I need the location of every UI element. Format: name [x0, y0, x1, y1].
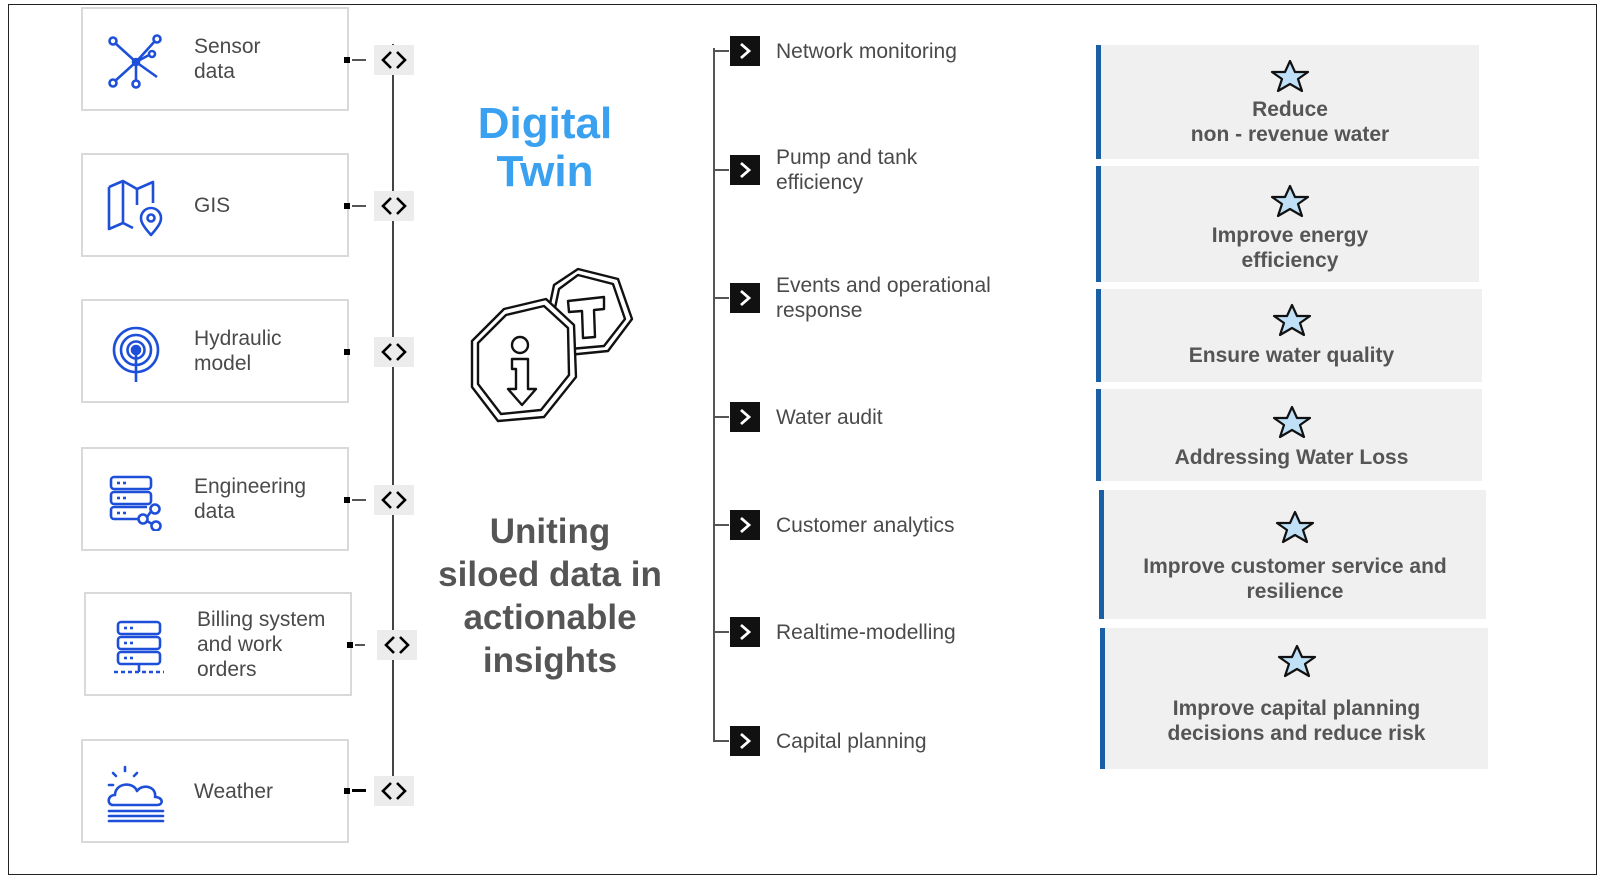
application-label: Capital planning: [776, 729, 927, 753]
application-label: Water audit: [776, 405, 883, 429]
network-hub-icon: [108, 34, 162, 89]
source-billing-system: Billing system and work orders: [84, 592, 352, 696]
source-label: Weather: [194, 779, 273, 803]
code-brackets-icon: [381, 51, 407, 69]
application-label: Realtime-modelling: [776, 620, 956, 644]
outcome-card: Addressing Water Loss: [1096, 389, 1482, 481]
star-icon: [1275, 510, 1315, 544]
application-label: Network monitoring: [776, 39, 957, 63]
connector-line: [392, 44, 394, 776]
connector: [344, 191, 414, 221]
chevron-right-icon: [740, 408, 752, 426]
source-sensor-data: Sensor data: [81, 7, 349, 111]
outcome-card: Improve energy efficiency: [1096, 166, 1479, 282]
code-brackets-icon: [381, 782, 407, 800]
code-brackets-icon: [381, 197, 407, 215]
chevron-right-icon: [740, 161, 752, 179]
server-share-icon: [109, 475, 162, 531]
source-label: Billing system and work orders: [197, 607, 326, 681]
uniting-subtitle: Uniting siloed data in actionable insigh…: [438, 512, 662, 680]
outcome-label: Ensure water quality: [1188, 344, 1395, 367]
outcome-label: Addressing Water Loss: [1174, 446, 1409, 469]
outcome-label: Reduce non - revenue water: [1190, 98, 1390, 146]
star-icon: [1272, 405, 1311, 439]
star-icon: [1270, 184, 1310, 218]
application-label: Pump and tank efficiency: [776, 146, 918, 194]
chevron-right-icon: [740, 516, 752, 534]
chevron-right-icon: [740, 623, 752, 641]
connector: [344, 776, 414, 806]
source-label: Sensor data: [194, 35, 261, 83]
source-engineering-data: Engineering data: [81, 447, 349, 551]
info-hexagon-icon: [468, 265, 638, 425]
application-tree-line: [713, 48, 715, 742]
connector: [347, 630, 417, 660]
chevron-right-icon: [740, 289, 752, 307]
application-label: Events and operational response: [776, 274, 991, 322]
outcome-card: Improve capital planning decisions and r…: [1100, 628, 1488, 769]
star-icon: [1272, 303, 1311, 337]
outcome-label: Improve capital planning decisions and r…: [1167, 697, 1426, 745]
source-gis: GIS: [81, 153, 349, 257]
map-pin-icon: [107, 179, 163, 237]
code-brackets-icon: [381, 343, 407, 361]
broadcast-signal-icon: [112, 326, 160, 382]
source-label: GIS: [194, 193, 231, 217]
connector: [344, 485, 414, 515]
outcome-card: Ensure water quality: [1096, 289, 1482, 382]
code-brackets-icon: [381, 491, 407, 509]
chevron-right-icon: [740, 42, 752, 60]
source-label: Engineering data: [194, 475, 307, 523]
outcome-label: Improve energy efficiency: [1211, 224, 1369, 272]
diagram-frame: [8, 4, 1597, 875]
server-network-icon: [114, 620, 164, 674]
star-icon: [1277, 644, 1316, 678]
chevron-right-icon: [740, 732, 752, 750]
star-icon: [1270, 59, 1310, 93]
application-label: Customer analytics: [776, 513, 955, 537]
digital-twin-title: Digital Twin: [477, 99, 613, 196]
connector: [344, 45, 414, 75]
source-hydraulic-model: Hydraulic model: [81, 299, 349, 403]
code-brackets-icon: [384, 636, 410, 654]
source-weather: Weather: [81, 739, 349, 843]
outcome-label: Improve customer service and resilience: [1143, 555, 1447, 603]
sun-cloud-icon: [107, 765, 165, 823]
outcome-card: Improve customer service and resilience: [1099, 490, 1486, 619]
outcome-card: Reduce non - revenue water: [1096, 45, 1479, 159]
source-label: Hydraulic model: [194, 327, 282, 375]
connector: [344, 337, 414, 367]
